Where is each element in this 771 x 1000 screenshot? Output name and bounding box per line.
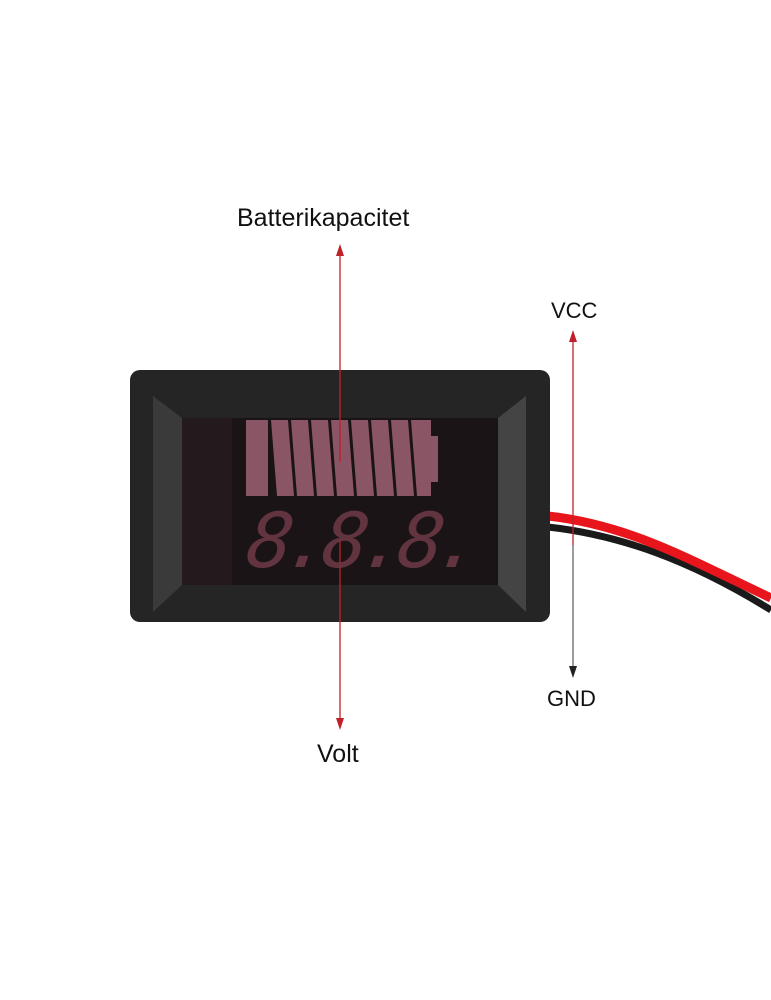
battery-segment	[351, 420, 374, 496]
battery-segment	[246, 420, 268, 496]
red-wire	[547, 511, 771, 603]
battery-segment	[291, 420, 314, 496]
arrow-gnd	[569, 545, 577, 678]
battery-segment	[311, 420, 334, 496]
arrow-battery-capacity	[336, 244, 344, 462]
battery-segment	[371, 420, 394, 496]
battery-indicator	[246, 420, 438, 496]
bezel-bevel-left	[153, 396, 182, 612]
label-volt: Volt	[317, 740, 359, 768]
label-battery-capacity: Batterikapacitet	[237, 204, 410, 232]
black-wire	[547, 523, 771, 613]
arrow-volt	[336, 540, 344, 730]
arrow-vcc	[569, 330, 577, 545]
label-vcc: VCC	[551, 298, 598, 323]
label-gnd: GND	[547, 686, 596, 711]
battery-terminal	[411, 420, 438, 496]
bezel-bevel-right	[498, 396, 526, 612]
battery-segment	[271, 420, 294, 496]
seven-segment-display: 8.8.8.	[241, 496, 481, 585]
battery-segment	[391, 420, 414, 496]
battery-segment	[331, 420, 354, 496]
